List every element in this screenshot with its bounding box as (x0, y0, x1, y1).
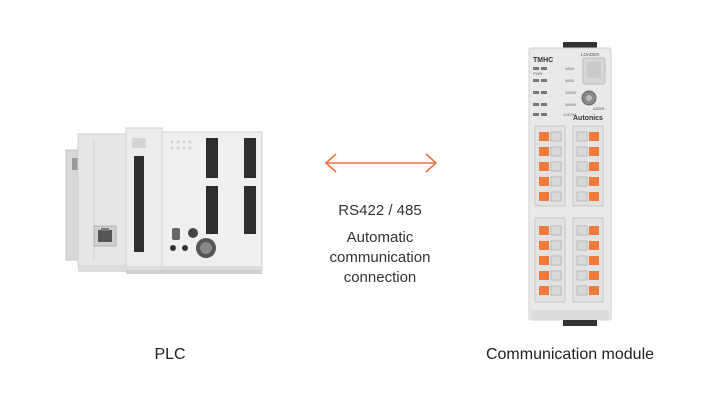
plc-latch (72, 158, 80, 170)
plc-io-terminal-3 (206, 186, 218, 234)
plc-caption: PLC (154, 346, 186, 363)
double-arrow-icon (324, 153, 438, 173)
terminal-block-bottom-left (534, 217, 566, 303)
baud-rate: 38400 (565, 102, 577, 107)
plc-button (188, 228, 198, 238)
description-line: communication (329, 249, 431, 266)
plc-io-terminal-4 (244, 186, 256, 234)
module-addr-label: ADDR (593, 106, 604, 111)
protocol-label: RS422 / 485 (338, 202, 422, 219)
plc-io-terminal-2 (244, 138, 256, 178)
baud-rate: 115200 (563, 112, 577, 117)
communication-module-caption: Communication module (485, 346, 655, 363)
module-brand-label: Autonics (573, 115, 603, 122)
module-pwr-label: PWR (533, 71, 542, 76)
ethernet-port-icon (93, 225, 117, 247)
description-line: connection (343, 269, 417, 286)
communication-module-illustration: TMHC LOADER PWR 4800 9600 19200 38400 11… (528, 42, 612, 326)
baud-rate: 9600 (565, 78, 575, 83)
terminal-block-bottom-right (572, 217, 604, 303)
plc-device-illustration (65, 127, 263, 274)
baud-rate: 19200 (565, 90, 577, 95)
terminal-block-top-right (572, 125, 604, 207)
plc-io-terminal-1 (206, 138, 218, 178)
baud-rate: 4800 (565, 66, 575, 71)
module-loader-label: LOADER (581, 52, 600, 57)
description-text: Automatic communication connection (300, 228, 460, 288)
plc-cpu-connector (134, 156, 144, 252)
terminal-block-top-left (534, 125, 566, 207)
description-line: Automatic (346, 229, 414, 246)
module-model-label: TMHC (533, 57, 553, 64)
plc-switch (172, 228, 180, 240)
baud-rate-list: 4800 9600 19200 38400 115200 (533, 66, 577, 117)
